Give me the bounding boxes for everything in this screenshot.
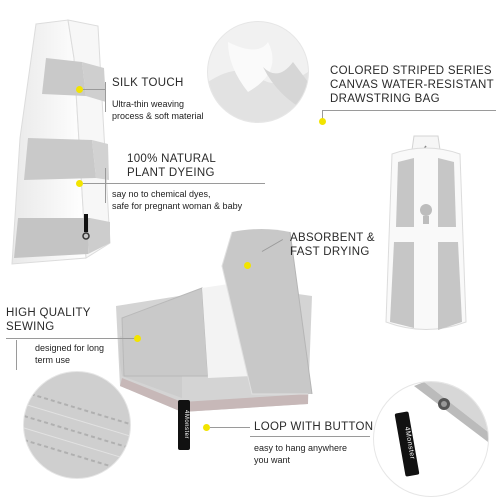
loop-desc-line1: easy to hang anywhere: [254, 443, 348, 453]
sewing-underline: [6, 338, 136, 339]
sewing-desc-line1: designed for long: [35, 343, 105, 353]
absorbent-title-line1: ABSORBENT &: [290, 232, 375, 244]
loop-leader-line: [210, 427, 250, 428]
absorbent-marker-dot: [244, 262, 251, 269]
bag-leader-line: [322, 110, 496, 111]
loop-desc-line2: you want: [254, 455, 291, 465]
absorbent-title-line2: FAST DRYING: [290, 246, 370, 258]
plant-dyeing-underline: [105, 183, 265, 184]
bag-title-line2: CANVAS WATER-RESISTANT: [330, 79, 494, 91]
silk-touch-desc-line1: Ultra-thin weaving: [112, 99, 185, 109]
drawstring-bag-image: [380, 132, 472, 337]
plant-dyeing-title-line1: 100% NATURAL: [127, 153, 217, 165]
plant-dyeing-leader-line: [83, 183, 105, 184]
silk-touch-desc-line2: process & soft material: [112, 111, 204, 121]
sewing-marker-dot: [134, 335, 141, 342]
plant-dyeing-desc-line2: safe for pregnant woman & baby: [112, 201, 243, 211]
sewing-title-line2: SEWING: [6, 321, 55, 333]
hanging-towel-image: [6, 18, 116, 268]
silk-touch-marker-dot: [76, 86, 83, 93]
loop-marker-dot: [203, 424, 210, 431]
plant-dyeing-desc-line1: say no to chemical dyes,: [112, 189, 211, 199]
sewing-closeup-circle: [24, 372, 130, 478]
loop-title: LOOP WITH BUTTON: [254, 421, 374, 433]
sewing-leader-vertical: [16, 340, 17, 370]
bag-leader-vertical: [322, 110, 323, 122]
bag-title-line1: COLORED STRIPED SERIES: [330, 65, 492, 77]
bag-title-line3: DRAWSTRING BAG: [330, 93, 440, 105]
sewing-desc-line2: term use: [35, 355, 71, 365]
brand-tag-center: 4Monster: [178, 400, 190, 450]
sewing-title-line1: HIGH QUALITY: [6, 307, 91, 319]
plant-dyeing-marker-dot: [76, 180, 83, 187]
plant-dyeing-leader-vertical: [105, 168, 106, 203]
silk-touch-leader-line: [83, 89, 105, 90]
silk-touch-leader-vertical: [105, 82, 106, 112]
plant-dyeing-title-line2: PLANT DYEING: [127, 167, 215, 179]
folded-towel-image: [112, 226, 342, 416]
silk-touch-title: SILK TOUCH: [112, 77, 184, 89]
silk-closeup-circle: [208, 22, 308, 122]
loop-closeup-circle: [374, 382, 488, 496]
loop-underline: [250, 436, 370, 437]
bag-marker-dot: [319, 118, 326, 125]
